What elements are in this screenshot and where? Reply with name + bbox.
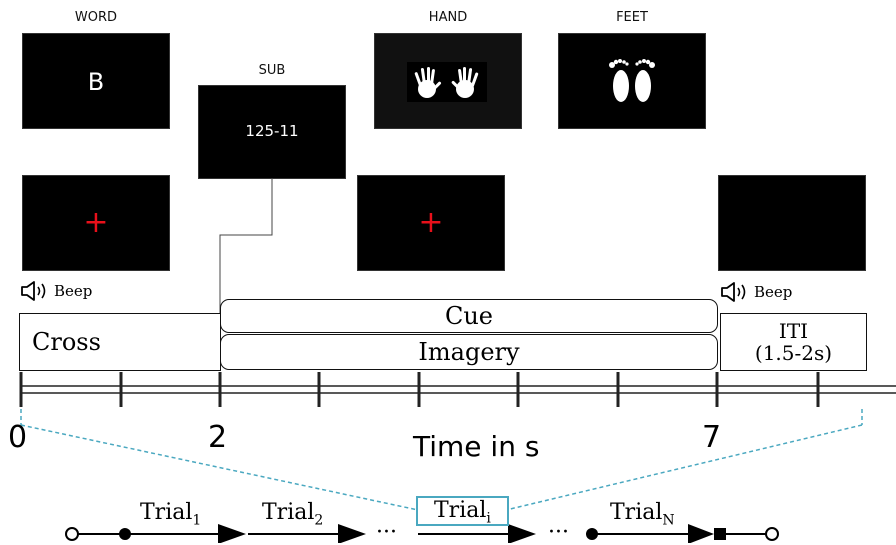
- iti-phase-box: ITI (1.5-2s): [720, 313, 867, 371]
- imagery-phase-box: Imagery: [220, 334, 718, 370]
- iti-range-label: (1.5-2s): [754, 341, 833, 365]
- feet-screen: [558, 33, 706, 129]
- hands-icon: [407, 62, 487, 102]
- feet-icon: [609, 59, 655, 102]
- axis-title: Time in s: [413, 430, 540, 463]
- beep-label: Beep: [754, 283, 793, 301]
- iti-label: ITI: [778, 319, 809, 343]
- imagery-phase-label: Imagery: [418, 338, 520, 366]
- sub-screen-text: 125-11: [245, 122, 299, 140]
- hand-screen: [374, 33, 522, 129]
- sub-screen-label: SUB: [258, 63, 286, 78]
- beep-end: Beep: [720, 281, 792, 303]
- trial-n-text: Trial: [610, 500, 663, 525]
- fixation-cross: +: [83, 205, 109, 240]
- feet-screen-label: FEET: [616, 10, 648, 25]
- beep-start: Beep: [20, 280, 92, 302]
- hand-screen-label: HAND: [428, 10, 468, 25]
- cross-phase-box: Cross: [19, 313, 221, 371]
- trial-1-label: Trial1: [140, 500, 201, 528]
- tick-label-0: 0: [8, 420, 28, 455]
- fixation-cross: +: [418, 205, 444, 240]
- trial-2-text: Trial: [262, 500, 315, 525]
- fixation-screen-1: +: [22, 175, 170, 271]
- cross-phase-label: Cross: [32, 328, 101, 356]
- trial-2-sub: 2: [314, 512, 324, 529]
- blank-screen: [718, 175, 866, 271]
- word-screen: B: [22, 33, 170, 129]
- ellipsis-1: ···: [376, 520, 397, 545]
- trial-1-sub: 1: [192, 512, 202, 529]
- trial-i-text: Trial: [434, 498, 487, 523]
- fixation-screen-2: +: [357, 175, 505, 271]
- cue-phase-box: Cue: [220, 299, 718, 333]
- beep-label: Beep: [54, 282, 93, 300]
- trial-1-text: Trial: [140, 500, 193, 525]
- speaker-icon: [721, 282, 746, 302]
- ellipsis-2: ···: [548, 520, 569, 545]
- tick-label-7: 7: [702, 420, 722, 455]
- word-screen-label: WORD: [74, 10, 118, 25]
- trial-n-label: TrialN: [610, 500, 675, 528]
- speaker-icon: [21, 281, 46, 301]
- trial-n-sub: N: [662, 512, 675, 529]
- tick-label-2: 2: [208, 420, 228, 455]
- trial-2-label: Trial2: [262, 500, 323, 528]
- sub-screen: 125-11: [198, 85, 346, 179]
- cue-phase-label: Cue: [444, 302, 494, 330]
- trial-i-sub: i: [486, 510, 491, 527]
- word-screen-letter: B: [87, 68, 105, 96]
- trial-i-box: Triali: [416, 496, 509, 526]
